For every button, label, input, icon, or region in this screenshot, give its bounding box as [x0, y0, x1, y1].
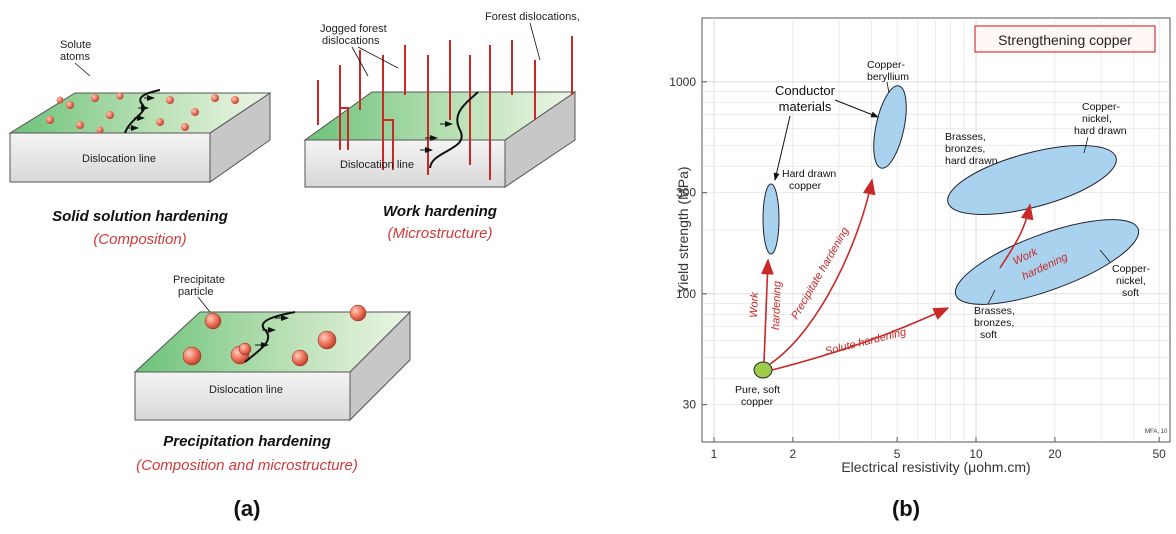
label-ch-1: Copper- — [1082, 101, 1120, 113]
conductor-label-2: materials — [779, 99, 832, 114]
ellipse-brasses-soft — [954, 219, 1140, 305]
precip-title: Precipitation hardening — [163, 433, 331, 450]
title-box — [974, 25, 1156, 53]
precipitation-hardening-diagram: Precipitate particle Dislocation line Pr… — [133, 274, 412, 474]
label-cube-2: beryllium — [867, 71, 909, 83]
x-tick-label: 1 — [711, 447, 718, 461]
solid-solution-diagram: Solute atoms Dislocation line Solid solu… — [8, 39, 272, 248]
label-bs-3: soft — [980, 329, 997, 341]
x-axis-label: Electrical resistivity (μohm.cm) — [841, 459, 1030, 475]
label-pure-1: Pure, soft — [735, 384, 780, 396]
solid-subtitle: (Composition) — [93, 231, 186, 248]
label-cs-2: nickel, — [1116, 275, 1146, 287]
dislocation-line — [124, 89, 161, 134]
conductor-label-1: Conductor — [775, 83, 836, 98]
y-tick-label: 30 — [683, 398, 697, 412]
work-hardening-diagram: Jogged forest dislocations Forest disloc… — [303, 11, 580, 242]
solute-label-1: Solute — [60, 39, 91, 51]
precipitate-particles — [182, 304, 367, 367]
label-bh-1: Brasses, — [945, 131, 986, 143]
label-bs-1: Brasses, — [974, 305, 1015, 317]
solid-dislocation-label: Dislocation line — [82, 153, 156, 165]
jogged-label-2: dislocations — [322, 35, 380, 47]
work-subtitle: (Microstructure) — [387, 225, 492, 242]
particle-label-1: Precipitate — [173, 274, 225, 286]
y-tick-label: 1000 — [669, 75, 696, 89]
label-cs-1: Copper- — [1112, 263, 1150, 275]
label-bh-2: bronzes, — [945, 143, 985, 155]
x-tick-label: 50 — [1152, 447, 1166, 461]
work-arrow-label-2: hardening — [770, 280, 784, 330]
label-cube-1: Copper- — [867, 59, 905, 71]
jogged-label-1: Jogged forest — [320, 23, 387, 35]
label-ch-3: hard drawn — [1074, 125, 1127, 137]
strengthening-chart: 1 2 5 10 20 50 30 100 300 1000 Strengthening copp… — [669, 17, 1171, 475]
ellipse-hard-drawn-copper — [762, 183, 780, 255]
grid-lines — [702, 18, 1170, 442]
y-tick-label: 300 — [676, 186, 696, 200]
x-tick-label: 2 — [790, 447, 797, 461]
precip-dislocation-label: Dislocation line — [209, 384, 283, 396]
x-tick-label: 10 — [969, 447, 983, 461]
panel-a-label: (a) — [234, 496, 261, 521]
solid-title: Solid solution hardening — [52, 208, 228, 225]
ellipse-brasses-hard — [947, 145, 1117, 215]
ellipse-pure-copper — [753, 361, 773, 379]
label-pure-2: copper — [741, 396, 774, 408]
dislocation-line — [429, 91, 479, 169]
y-axis-label: Yield strength (MPa) — [675, 166, 691, 293]
x-tick-label: 5 — [894, 447, 901, 461]
solute-label-2: atoms — [60, 51, 90, 63]
work-dislocation-label: Dislocation line — [340, 159, 414, 171]
precip-subtitle: (Composition and microstructure) — [136, 457, 358, 474]
label-bs-2: bronzes, — [974, 317, 1014, 329]
forest-label: Forest dislocations, — [485, 11, 580, 23]
label-cs-3: soft — [1122, 287, 1139, 299]
work-arrow-label-1: Work — [748, 292, 761, 319]
ellipse-copper-beryllium — [873, 85, 907, 169]
work-title: Work hardening — [383, 203, 497, 220]
y-tick-label: 100 — [676, 287, 696, 301]
material-labels: Copper- beryllium Hard drawn copper Pure… — [735, 59, 1150, 408]
axis-ticks: 1 2 5 10 20 50 30 100 300 1000 — [669, 75, 1166, 461]
solute-atoms — [46, 92, 239, 134]
particle-label-2: particle — [178, 286, 213, 298]
label-hdc-2: copper — [789, 180, 822, 192]
panel-b-label: (b) — [892, 496, 920, 521]
x-tick-label: 20 — [1048, 447, 1062, 461]
label-hdc-1: Hard drawn — [782, 168, 836, 180]
label-ch-2: nickel, — [1082, 113, 1112, 125]
label-bh-3: hard drawn — [945, 155, 998, 167]
material-envelopes — [753, 85, 1140, 379]
chart-title: Strengthening copper — [998, 32, 1132, 48]
chart-credit: MFA, 10 — [1145, 429, 1168, 435]
strengthening-arrows — [761, 178, 1034, 371]
